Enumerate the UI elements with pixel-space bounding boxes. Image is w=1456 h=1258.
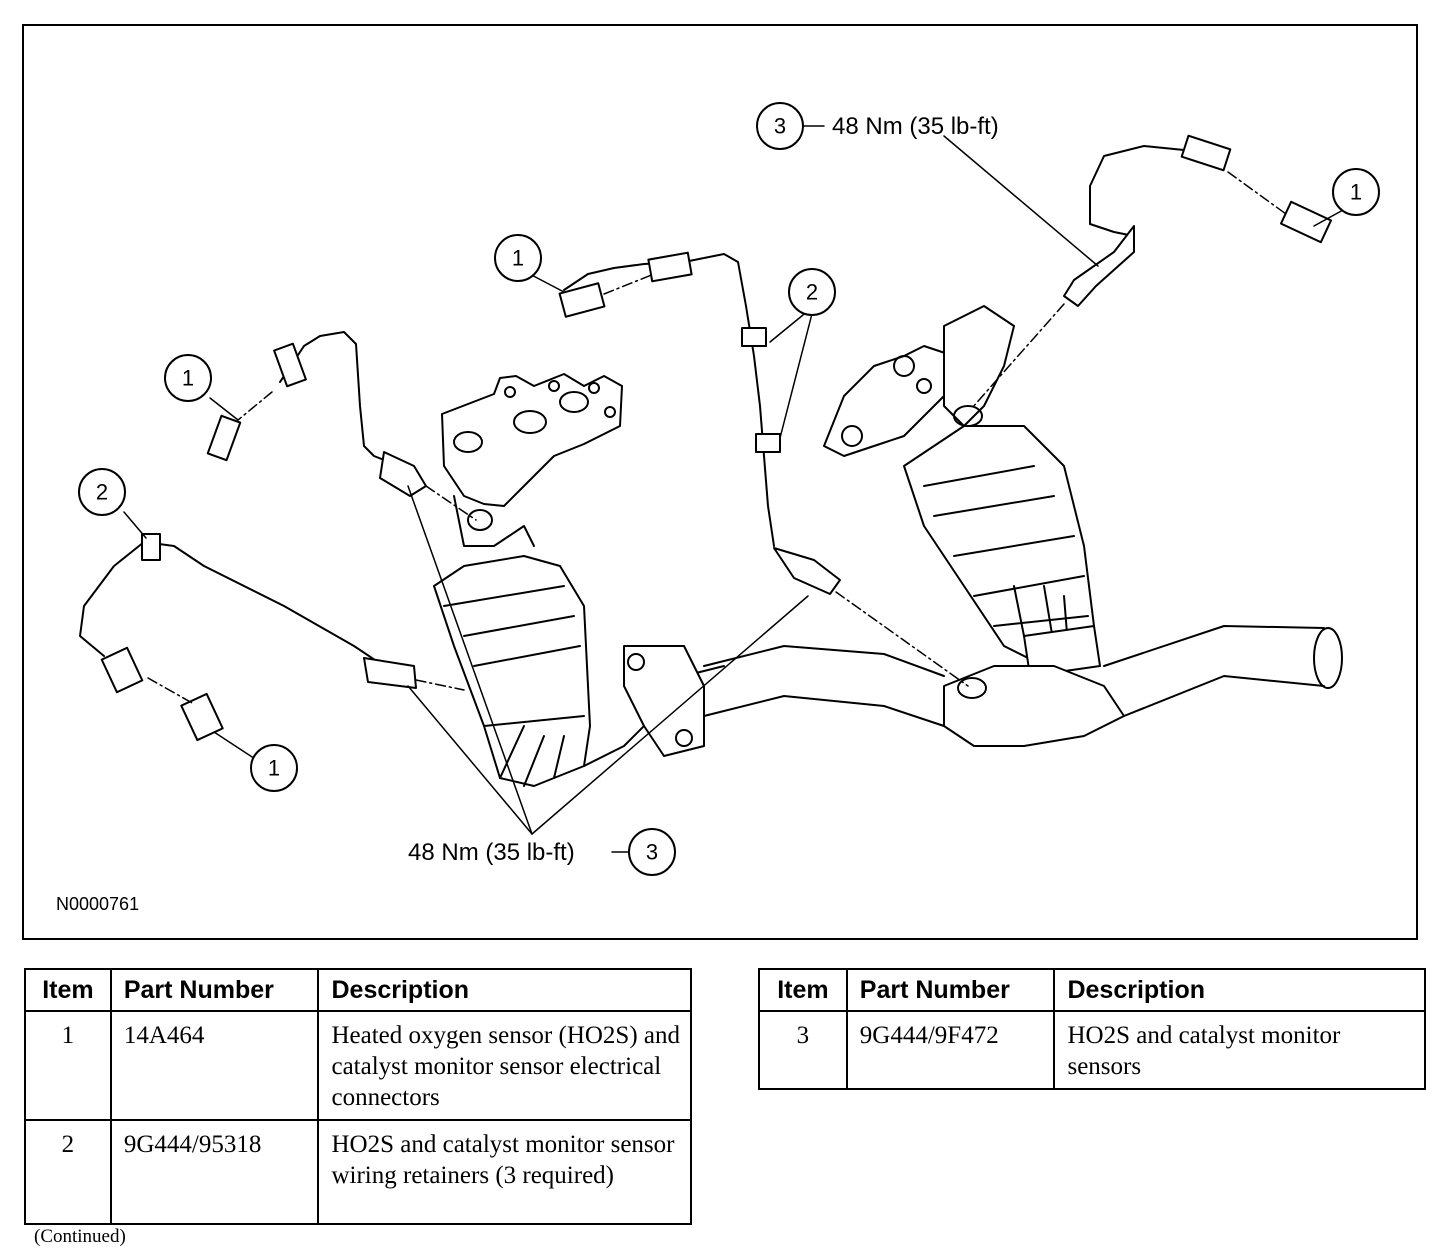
table-row: 1 14A464 Heated oxygen sensor (HO2S) and… (24, 1010, 692, 1121)
torque-callout-lower: 48 Nm (35 lb-ft) (408, 839, 575, 866)
cell-description: HO2S and catalyst monitor sensor wiring … (317, 1119, 692, 1225)
upper-left-sensor-harness (206, 331, 427, 497)
cell-item: 1 (24, 1010, 112, 1121)
cell-description: HO2S and catalyst monitor sensors (1053, 1010, 1426, 1090)
lower-left-sensor-harness (79, 533, 417, 742)
cell-item: 2 (24, 1119, 112, 1225)
parts-table-right: Item Part Number Description 3 9G444/9F4… (758, 968, 1426, 1090)
callout-bubbles: 1 2 1 1 2 3 1 3 (78, 102, 1380, 876)
cell-item: 3 (758, 1010, 848, 1090)
alignment-lines (147, 171, 1287, 705)
table-row: 2 9G444/95318 HO2S and catalyst monitor … (24, 1119, 692, 1225)
bubble-label-1: 1 (182, 366, 194, 391)
callout-bubble-1: 1 (164, 354, 212, 402)
table-header-row: Item Part Number Description (758, 968, 1426, 1012)
exploded-diagram: 1 2 1 1 2 3 1 3 48 Nm (35 (22, 24, 1418, 940)
bubble-label-2: 2 (96, 480, 108, 505)
continued-note: (Continued) (34, 1226, 126, 1247)
parts-table-left: Item Part Number Description 1 14A464 He… (24, 968, 692, 1225)
cell-part-number: 9G444/95318 (109, 1119, 320, 1225)
right-catalytic-converter (823, 305, 1343, 747)
callout-bubble-1: 1 (1332, 168, 1380, 216)
left-catalytic-converter (433, 373, 725, 787)
callout-bubble-2: 2 (78, 468, 126, 516)
bubble-label-1: 1 (512, 246, 524, 271)
header-part-number: Part Number (845, 968, 1056, 1012)
bubble-label-1: 1 (268, 756, 280, 781)
callout-bubble-3: 3 (756, 102, 804, 150)
figure-reference-code: N0000761 (56, 894, 139, 914)
header-item: Item (758, 968, 848, 1012)
header-description: Description (317, 968, 692, 1012)
table-header-row: Item Part Number Description (24, 968, 692, 1012)
cell-description: Heated oxygen sensor (HO2S) and catalyst… (317, 1010, 692, 1121)
leader-lines (123, 125, 1355, 853)
cell-part-number: 9G444/9F472 (845, 1010, 1056, 1090)
bubble-label-1: 1 (1350, 180, 1362, 205)
table-row: 3 9G444/9F472 HO2S and catalyst monitor … (758, 1010, 1426, 1090)
callout-bubble-1: 1 (250, 744, 298, 792)
center-sensor-harness (558, 251, 841, 595)
diagram-canvas: 1 2 1 1 2 3 1 3 48 Nm (35 (56, 102, 1380, 914)
callout-bubble-2: 2 (788, 268, 836, 316)
torque-callout-upper: 48 Nm (35 lb-ft) (832, 113, 999, 140)
bubble-label-3: 3 (774, 114, 786, 139)
bubble-label-2: 2 (806, 280, 818, 305)
callout-bubble-3: 3 (628, 828, 676, 876)
callout-bubble-1: 1 (494, 234, 542, 282)
upper-right-sensor-harness (1063, 134, 1333, 307)
bubble-label-3: 3 (646, 840, 658, 865)
header-item: Item (24, 968, 112, 1012)
header-part-number: Part Number (109, 968, 320, 1012)
cell-part-number: 14A464 (109, 1010, 320, 1121)
crossover-pipe (703, 645, 945, 677)
header-description: Description (1053, 968, 1426, 1012)
